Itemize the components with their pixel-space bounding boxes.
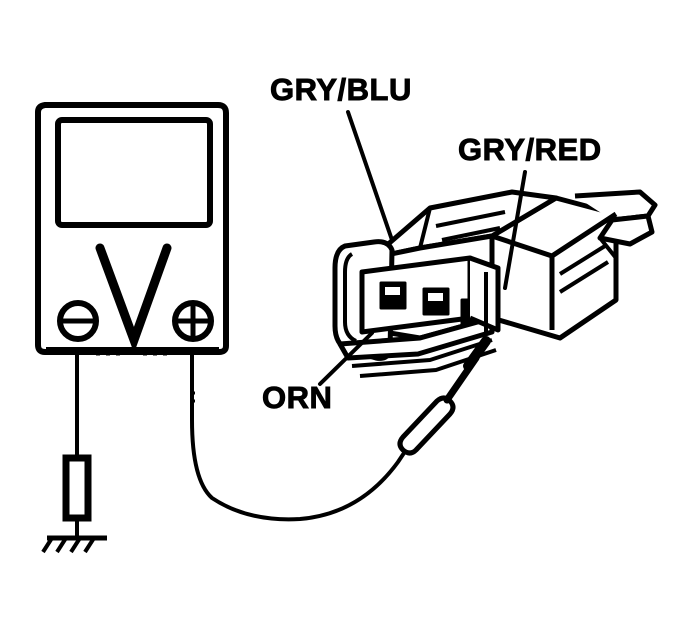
test-probe[interactable] xyxy=(397,336,491,456)
connector-latch-tab-lower xyxy=(597,213,655,247)
terminal-cavity-2 xyxy=(422,287,450,316)
red-lead xyxy=(190,350,412,522)
top-deck-shade-1 xyxy=(435,210,506,228)
chassis-ground-symbol xyxy=(41,535,107,554)
skirt-shade-1 xyxy=(351,338,493,368)
wire-label-gry-blu: GRY/BLU xyxy=(270,72,412,107)
wire-label-orn: ORN xyxy=(262,380,332,415)
terminal-cavity-1 xyxy=(379,281,407,310)
terminal-face-plate xyxy=(359,255,473,335)
top-deck-crease xyxy=(418,207,432,249)
top-deck-shade-2 xyxy=(441,226,501,242)
ground-clip xyxy=(62,454,92,522)
latch-crease xyxy=(598,236,618,260)
red-lead-wire xyxy=(190,350,412,522)
shroud-inner-edge xyxy=(343,252,357,343)
voltage-symbol-icon xyxy=(95,243,172,354)
rear-shade-2 xyxy=(558,260,610,294)
black-lead xyxy=(62,352,92,538)
meter-display xyxy=(55,117,213,228)
leader-line-gry-blu xyxy=(346,110,394,242)
probe-handle xyxy=(397,395,456,456)
skirt-shade-2 xyxy=(359,348,497,378)
leader-lines xyxy=(318,110,527,386)
probe-tip xyxy=(463,336,491,371)
multimeter xyxy=(35,102,229,356)
leader-line-gry-red xyxy=(503,170,527,290)
leader-line-orn xyxy=(318,331,374,386)
terminal-cavity-2-slot xyxy=(428,293,443,301)
wire-label-gry-red: GRY/RED xyxy=(458,132,602,167)
rear-shade-1 xyxy=(558,244,607,276)
negative-terminal[interactable] xyxy=(57,300,99,342)
terminal-cavity-1-slot xyxy=(385,287,400,295)
harness-connector xyxy=(332,189,658,378)
positive-terminal[interactable] xyxy=(172,300,214,342)
